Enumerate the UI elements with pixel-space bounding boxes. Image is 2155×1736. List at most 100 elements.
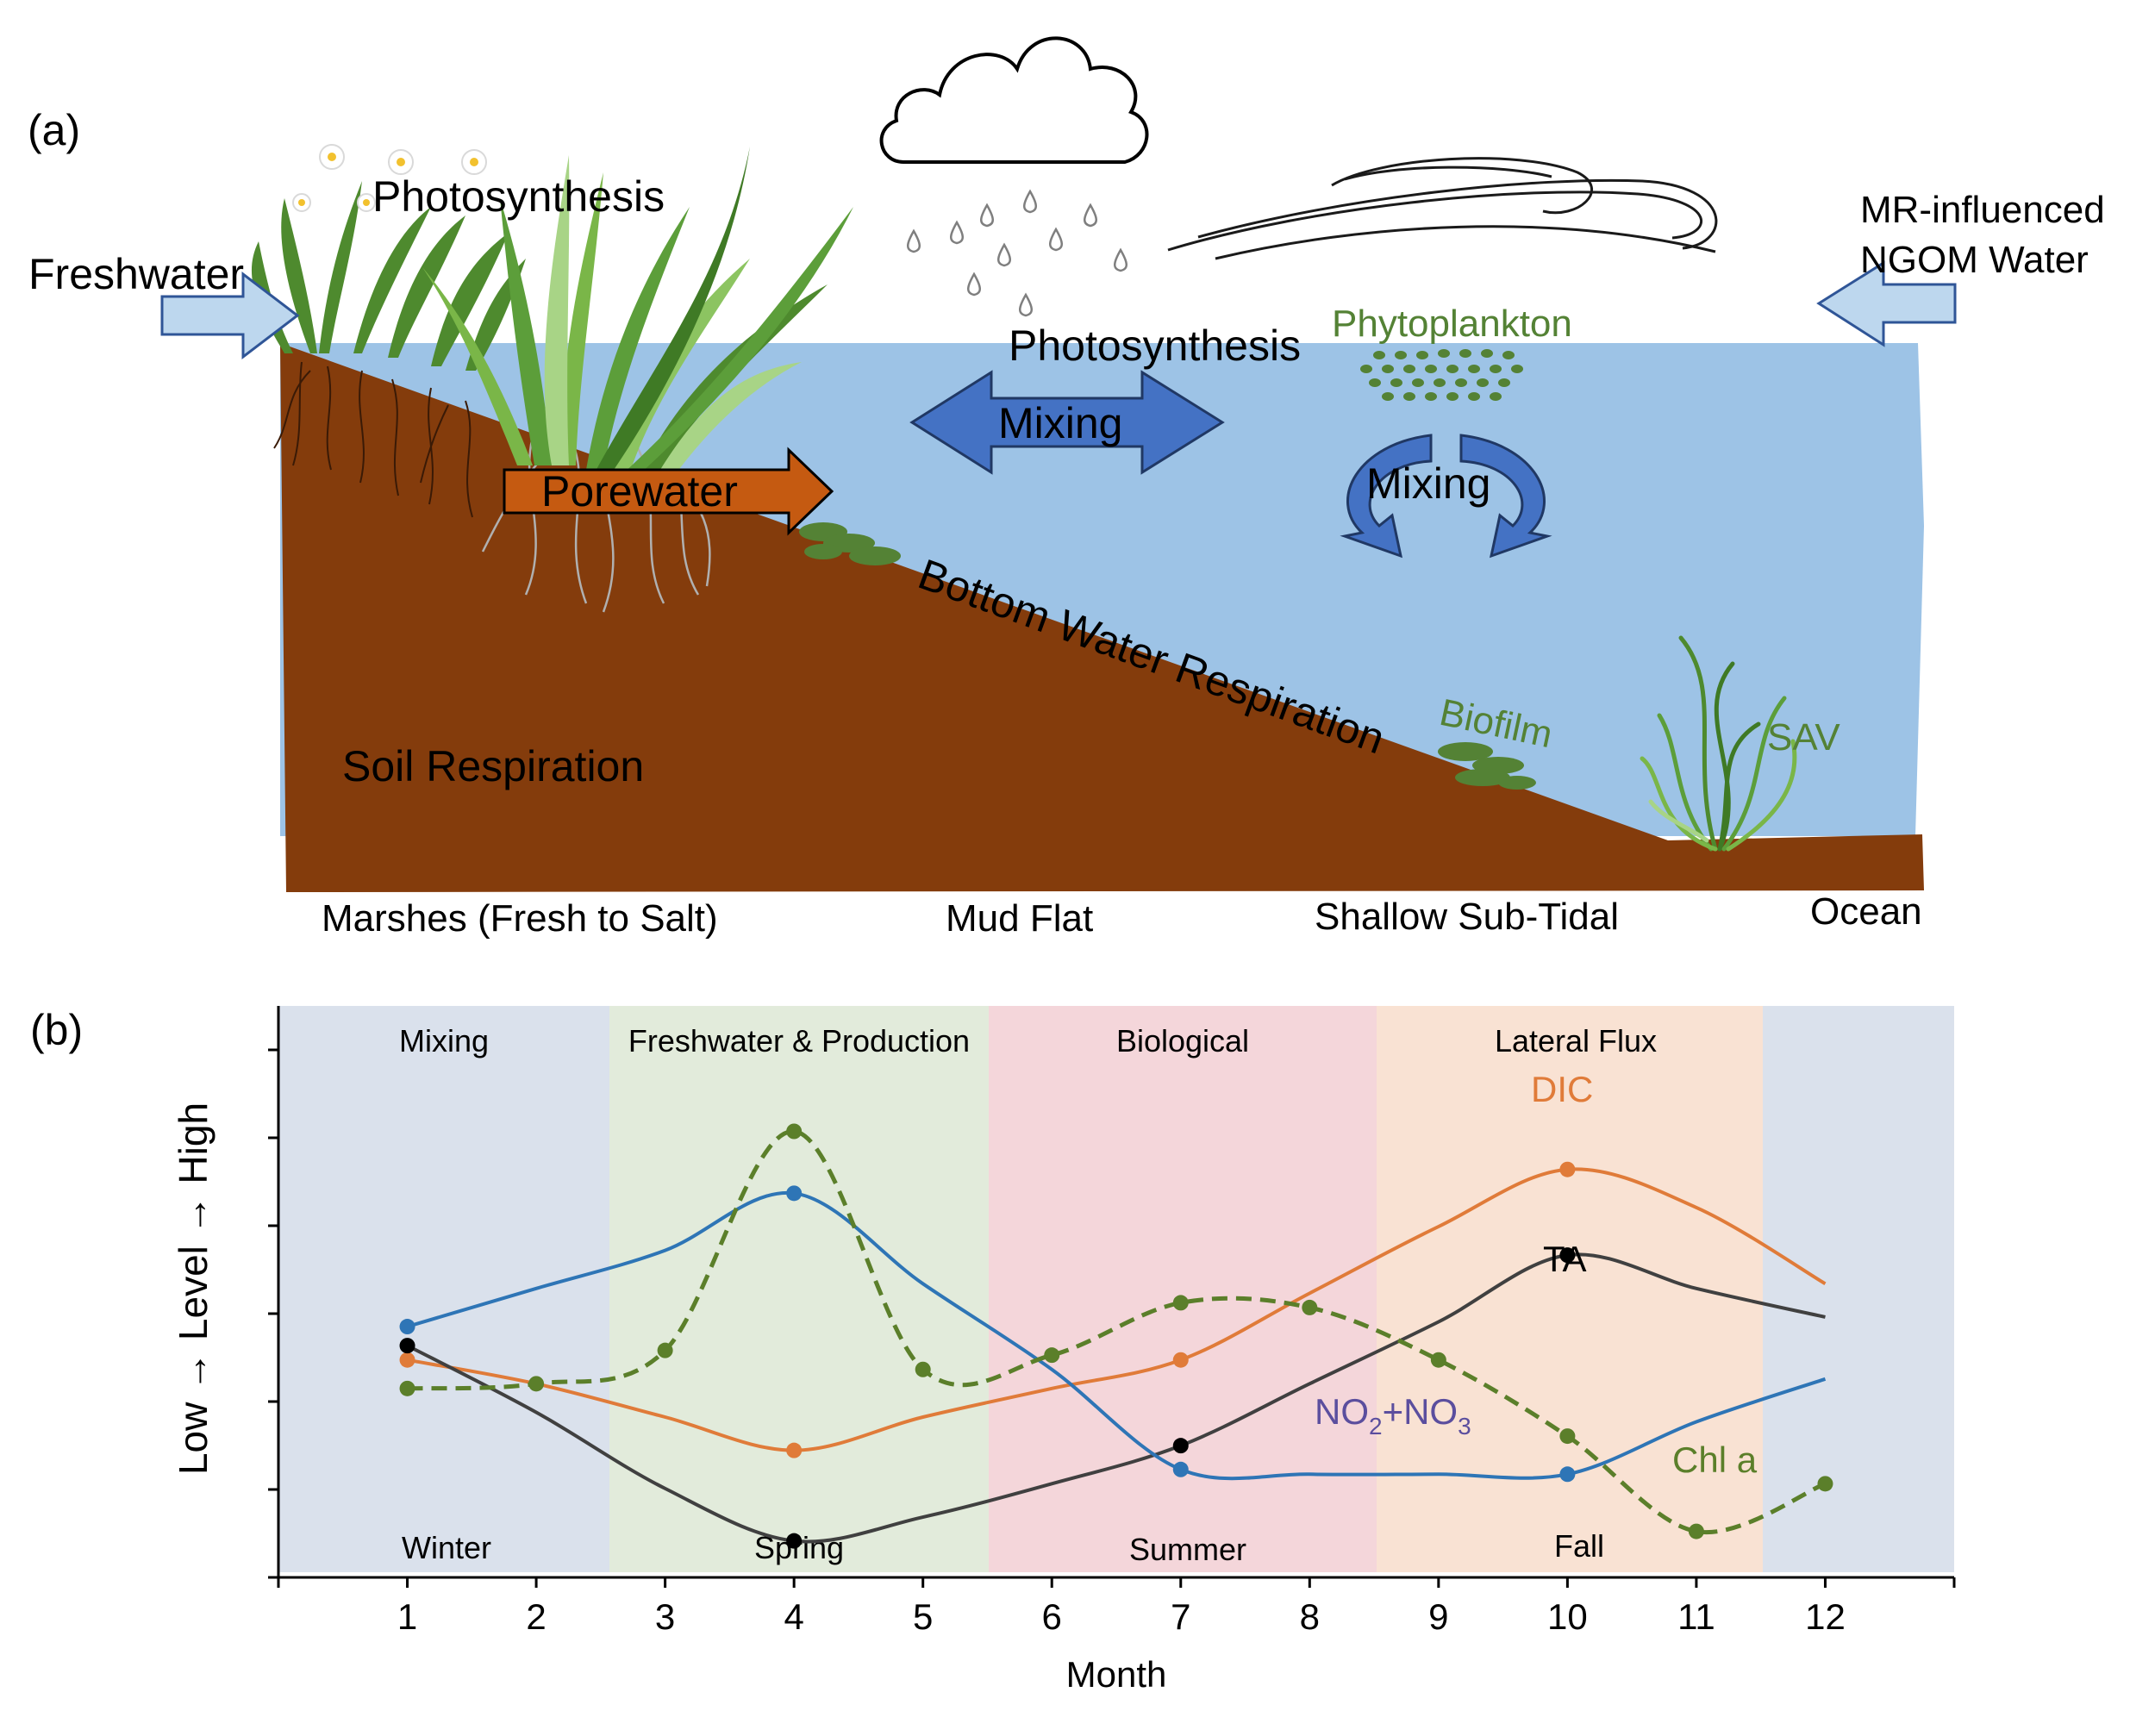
data-point-chl-a bbox=[657, 1342, 673, 1358]
data-point-dic bbox=[399, 1352, 415, 1368]
data-point-ta bbox=[1172, 1438, 1189, 1454]
x-tick-label: 2 bbox=[526, 1596, 546, 1637]
series-label-chla: Chl a bbox=[1672, 1439, 1758, 1480]
panel-b-label: (b) bbox=[30, 1006, 83, 1054]
process-label-freshwater-production: Freshwater & Production bbox=[628, 1023, 970, 1058]
marsh-plants bbox=[251, 181, 526, 371]
band-winter-end bbox=[1763, 1006, 1954, 1572]
ngom-label-line2: NGOM Water bbox=[1860, 239, 2089, 281]
x-tick-label: 1 bbox=[397, 1596, 417, 1637]
x-tick-label: 7 bbox=[1171, 1596, 1190, 1637]
nox-label-sub2: 3 bbox=[1458, 1413, 1471, 1439]
mixing-horizontal-label: Mixing bbox=[998, 399, 1122, 447]
nox-label-part1: NO bbox=[1315, 1391, 1369, 1432]
series-line-no2-no3 bbox=[406, 1190, 1827, 1481]
band-summer bbox=[989, 1006, 1377, 1572]
band-winter bbox=[278, 1006, 609, 1572]
data-point-no2-no3 bbox=[1559, 1466, 1576, 1483]
series-line-dic bbox=[407, 1167, 1827, 1452]
data-point-dic bbox=[1559, 1161, 1576, 1177]
freshwater-arrow bbox=[160, 271, 300, 360]
rain-drops-icon bbox=[907, 189, 1127, 317]
x-tick-label: 11 bbox=[1677, 1596, 1715, 1637]
data-point-ta bbox=[786, 1533, 803, 1549]
process-label-biological: Biological bbox=[1116, 1023, 1249, 1058]
phytoplankton-dots bbox=[1360, 349, 1523, 401]
series-label-dic: DIC bbox=[1531, 1069, 1593, 1109]
process-label-mixing: Mixing bbox=[399, 1023, 489, 1058]
data-point-no2-no3 bbox=[1172, 1461, 1189, 1477]
panel-b-chart: (b) Mixing Freshwater & Production Biolo… bbox=[30, 1006, 1956, 1695]
season-label-winter: Winter bbox=[402, 1530, 491, 1565]
wind-icon bbox=[1167, 157, 1718, 260]
soil-body bbox=[280, 343, 1924, 892]
ngom-label-line1: MR-influenced bbox=[1860, 189, 2105, 231]
marsh-flower-centers bbox=[298, 153, 478, 206]
soil-respiration-label: Soil Respiration bbox=[342, 742, 644, 790]
y-axis-ticks bbox=[268, 1048, 278, 1579]
mixing-double-arrow bbox=[909, 370, 1225, 475]
x-tick-label: 8 bbox=[1300, 1596, 1320, 1637]
photosynthesis-water-label: Photosynthesis bbox=[1009, 322, 1301, 370]
band-spring bbox=[609, 1006, 989, 1572]
porewater-arrow bbox=[503, 446, 834, 536]
y-axis-label: Low → Level → High bbox=[171, 1102, 216, 1475]
zone-label-mud-flat: Mud Flat bbox=[946, 897, 1093, 940]
data-point-chl-a bbox=[1688, 1523, 1704, 1539]
zone-label-ocean: Ocean bbox=[1810, 890, 1922, 933]
x-tick-label: 5 bbox=[913, 1596, 933, 1637]
data-point-chl-a bbox=[1302, 1299, 1318, 1315]
x-tick-label: 3 bbox=[655, 1596, 675, 1637]
phytoplankton-label: Phytoplankton bbox=[1332, 303, 1572, 345]
porewater-label: Porewater bbox=[541, 467, 738, 515]
subtidal-biofilm bbox=[1438, 742, 1536, 790]
panel-a-diagram: (a) bbox=[28, 36, 2105, 940]
data-point-dic bbox=[1172, 1352, 1189, 1368]
x-axis-label: Month bbox=[1066, 1654, 1167, 1695]
photosynthesis-marsh-label: Photosynthesis bbox=[372, 172, 665, 221]
data-point-chl-a bbox=[528, 1376, 545, 1392]
tall-grass bbox=[422, 147, 853, 478]
panel-a-label: (a) bbox=[28, 106, 80, 154]
data-point-chl-a bbox=[399, 1380, 415, 1396]
nox-label-sub1: 2 bbox=[1369, 1413, 1383, 1439]
sav-plant bbox=[1640, 635, 1797, 852]
x-tick-label: 12 bbox=[1805, 1596, 1846, 1637]
mixing-circular-arrow-left bbox=[1340, 434, 1433, 559]
data-point-dic bbox=[786, 1442, 803, 1458]
cloud-icon bbox=[879, 36, 1149, 164]
x-tick-label: 4 bbox=[784, 1596, 803, 1637]
sav-label: SAV bbox=[1767, 716, 1840, 759]
zone-label-marshes: Marshes (Fresh to Salt) bbox=[322, 897, 718, 940]
data-point-chl-a bbox=[1172, 1295, 1189, 1311]
mixing-vertical-label: Mixing bbox=[1366, 459, 1490, 508]
nox-label-part2: +NO bbox=[1383, 1391, 1459, 1432]
season-label-fall: Fall bbox=[1554, 1528, 1604, 1564]
series-label-nox: NO2+NO3 bbox=[1315, 1391, 1471, 1439]
season-label-summer: Summer bbox=[1129, 1532, 1246, 1567]
mudflat-biofilm bbox=[799, 522, 901, 565]
data-point-chl-a bbox=[1430, 1352, 1446, 1368]
data-point-ta bbox=[1559, 1247, 1576, 1264]
marsh-roots bbox=[273, 361, 473, 518]
zone-label-sub-tidal: Shallow Sub-Tidal bbox=[1315, 896, 1619, 938]
data-point-chl-a bbox=[915, 1361, 931, 1377]
mixing-circular-arrow-right bbox=[1459, 434, 1552, 559]
series-layer bbox=[399, 1123, 1833, 1549]
series-label-ta: TA bbox=[1543, 1239, 1587, 1279]
data-point-chl-a bbox=[1817, 1476, 1833, 1492]
x-tick-label: 10 bbox=[1547, 1596, 1588, 1637]
series-line-ta bbox=[406, 1252, 1826, 1544]
freshwater-label: Freshwater bbox=[28, 250, 244, 298]
ngom-water-arrow bbox=[1816, 260, 1957, 347]
data-point-chl-a bbox=[1559, 1428, 1576, 1445]
x-tick-label: 6 bbox=[1042, 1596, 1062, 1637]
data-point-chl-a bbox=[1044, 1347, 1060, 1364]
data-point-no2-no3 bbox=[399, 1319, 415, 1335]
process-label-lateral-flux: Lateral Flux bbox=[1495, 1023, 1657, 1058]
data-point-chl-a bbox=[786, 1123, 803, 1140]
data-point-no2-no3 bbox=[786, 1185, 803, 1202]
data-point-ta bbox=[399, 1338, 415, 1354]
